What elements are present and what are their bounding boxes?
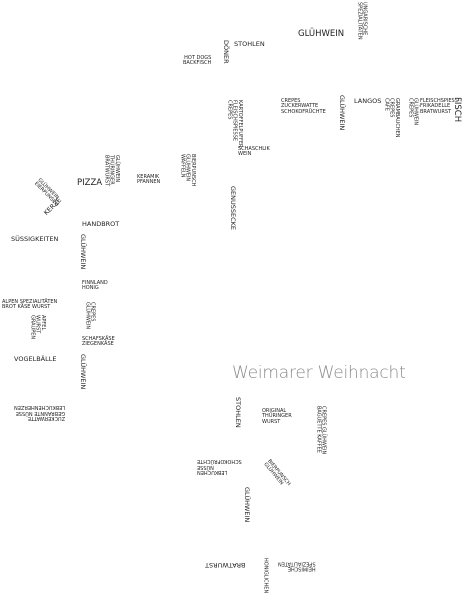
stall-bierpunsch-gluehwein-waffeln: BIERPUNSCH GLÜHWEIN WAFFELN xyxy=(179,154,196,187)
stall-handbrot: HANDBROT xyxy=(82,220,120,228)
stall-apfel-wurst: APFEL WURST GRAUPEN xyxy=(29,315,46,340)
stall-hotdogs-backfisch: HOT DOGS BACKFISCH xyxy=(183,55,212,67)
stall-stohlen-south: STOHLEN xyxy=(233,397,242,428)
stall-bierpunsch-gluehwein-south: BIERPUNSCH GLÜHWEIN xyxy=(262,458,292,488)
stall-doener: DÖNER xyxy=(221,40,230,64)
stall-fleischspiess: FLEISCHSPIESS FRIKADELLE BRATWURST xyxy=(420,98,458,115)
stall-gluehwein-crepes-east: GLÜHWEIN CREPES xyxy=(407,98,419,126)
stall-lebkuchen-nuesse: LEBKUCHEN NÜSSE SCHOKOFRÜCHTE xyxy=(197,458,242,475)
stall-gluehwein-west: GLÜHWEIN xyxy=(78,234,87,270)
stall-crepes-zuckerwatte: CREPES ZUCKERWATTE SCHOKOFRÜCHTE xyxy=(281,98,326,115)
stall-keramik-pfannen: KERAMIK PFANNEN xyxy=(137,174,161,186)
stall-crepes-baguette: CREPES GLÜHWEIN BAGUETTE KAFFEE xyxy=(315,406,327,455)
stall-gluehwein-east: GLÜHWEIN xyxy=(337,95,346,131)
stall-gluehwein-north: GLÜHWEIN xyxy=(298,29,345,39)
stall-vogelbaelle: VOGELBÄLLE xyxy=(14,355,57,363)
stall-grambauchen-crepes-cafe: GRAMBAUCHEN CREPES CAFE xyxy=(383,98,400,138)
stall-gluehwein-southwest: GLÜHWEIN xyxy=(78,354,87,390)
stall-alpen-spezialitaeten: ALPEN SPEZIALITÄTEN BROT KÄSE WURST xyxy=(2,299,58,311)
map-title: Weimarer Weihnacht xyxy=(232,363,406,383)
stall-schaschlik-wein: SCHASCHLIK WEIN xyxy=(238,146,270,158)
stall-schafskaese: SCHAFSKÄSE ZIEGENKÄSE xyxy=(82,336,115,348)
stall-suessigkeiten: SÜSSIGKEITEN xyxy=(11,235,59,243)
stall-stohlen-north: STOHLEN xyxy=(234,40,265,48)
stall-gluehwein-bratwurst: GLÜHWEIN THÜRINGER BRATWURST xyxy=(103,155,120,187)
stall-ungarische-spezialitaeten: UNGARISCHE SPEZIALITÄTEN xyxy=(356,2,368,40)
stall-pizza: PIZZA xyxy=(77,178,103,188)
stall-kartoffelpuffer: KARTOFFELPUFFER FLEISCHSPIESSE CREPES xyxy=(226,100,243,148)
stall-heimische-spezialitaeten: HEIMISCHE SPEZIALITÄTEN xyxy=(278,560,316,572)
stall-gluehwein-south: GLÜHWEIN xyxy=(242,487,251,523)
stall-honiglichen: HONIGLICHEN xyxy=(262,558,269,594)
stall-langos: LANGOS xyxy=(354,97,382,105)
stall-finnland-honig: FINNLAND HONIG xyxy=(82,280,108,292)
stall-bratwurst: BRATWURST xyxy=(205,560,246,569)
stall-crepes-gluehwein-west: CREPES GLÜHWEIN xyxy=(84,302,96,330)
stall-genussecke: GENUSSECKE xyxy=(228,186,237,231)
stall-fisch: FISCH xyxy=(451,97,462,123)
stall-original-thueringer-wurst: ORIGINAL THÜRINGER WURST xyxy=(262,408,292,425)
stall-zuckerwatte: ZUCKERWATTE GEBRANNTE NÜSSE LEBKUCHENHER… xyxy=(14,404,66,421)
